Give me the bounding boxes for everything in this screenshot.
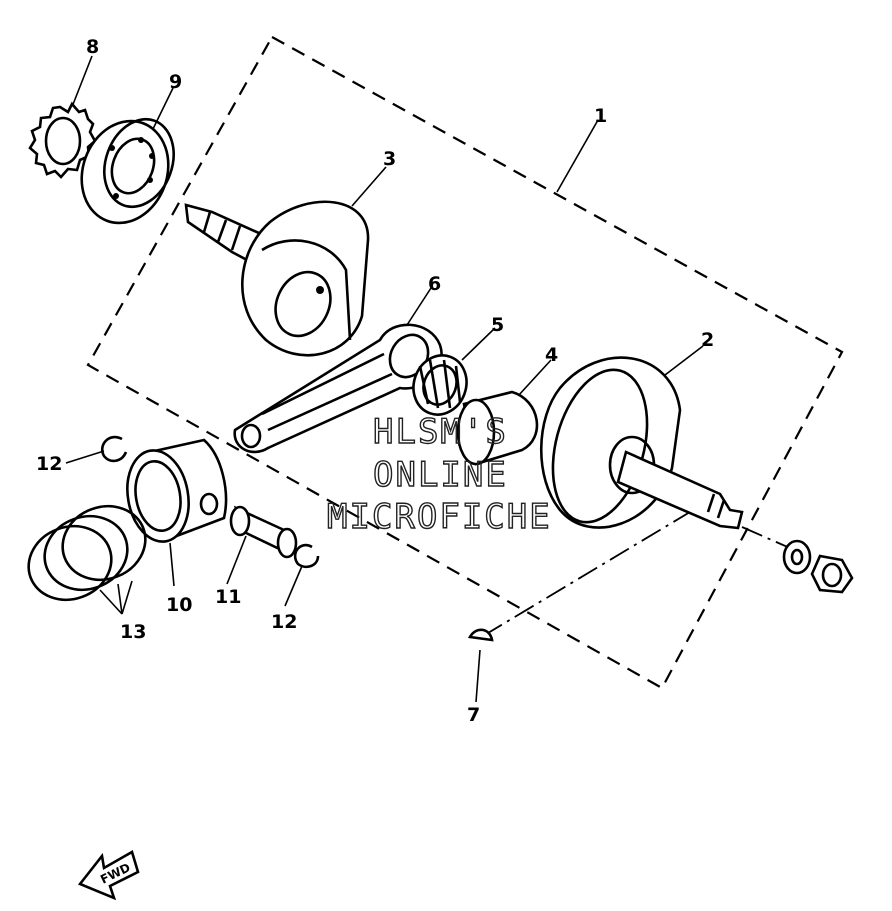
callout-3: 3	[383, 148, 396, 170]
crankshaft-right-2	[539, 356, 744, 530]
watermark: HLSM'S ONLINE MICROFICHE	[326, 411, 552, 537]
piston-pin-11	[229, 505, 298, 559]
callout-10: 10	[166, 594, 192, 616]
callout-4: 4	[545, 344, 558, 366]
circlip-12-lower	[293, 543, 320, 569]
circlip-12-upper	[101, 435, 128, 463]
callout-11: 11	[215, 586, 241, 608]
leader-lines	[65, 55, 704, 703]
ball-bearing-9	[80, 117, 175, 225]
callout-7: 7	[467, 704, 480, 726]
crankshaft-left-3	[184, 200, 370, 357]
sprocket-gear-8	[28, 101, 97, 179]
callout-5: 5	[491, 314, 504, 336]
piston-rings-13	[27, 504, 147, 602]
callout-1: 1	[594, 105, 607, 127]
woodruff-key-7	[467, 628, 494, 642]
callout-13: 13	[120, 621, 146, 643]
needle-bearing-5	[412, 354, 468, 416]
washer-part	[782, 539, 812, 575]
callout-2: 2	[701, 329, 714, 351]
axis-lines	[482, 511, 809, 637]
assembly-boundary	[86, 35, 844, 690]
watermark-line3: MICROFICHE	[327, 497, 552, 537]
crank-pin-4	[456, 390, 539, 466]
callout-numbers: 1 2 3 4 5 6 7 8 9 10 11 12 12 13	[36, 36, 714, 726]
watermark-line1: HLSM'S	[373, 412, 508, 452]
callout-6: 6	[428, 273, 441, 295]
nut-part	[810, 554, 854, 594]
callout-8: 8	[86, 36, 99, 58]
watermark-line2: ONLINE	[373, 455, 508, 495]
callout-9: 9	[169, 71, 182, 93]
callout-12-lower: 12	[271, 611, 297, 633]
fwd-arrow: FWD	[77, 850, 140, 901]
callout-12-upper: 12	[36, 453, 62, 475]
piston-10	[126, 438, 228, 543]
